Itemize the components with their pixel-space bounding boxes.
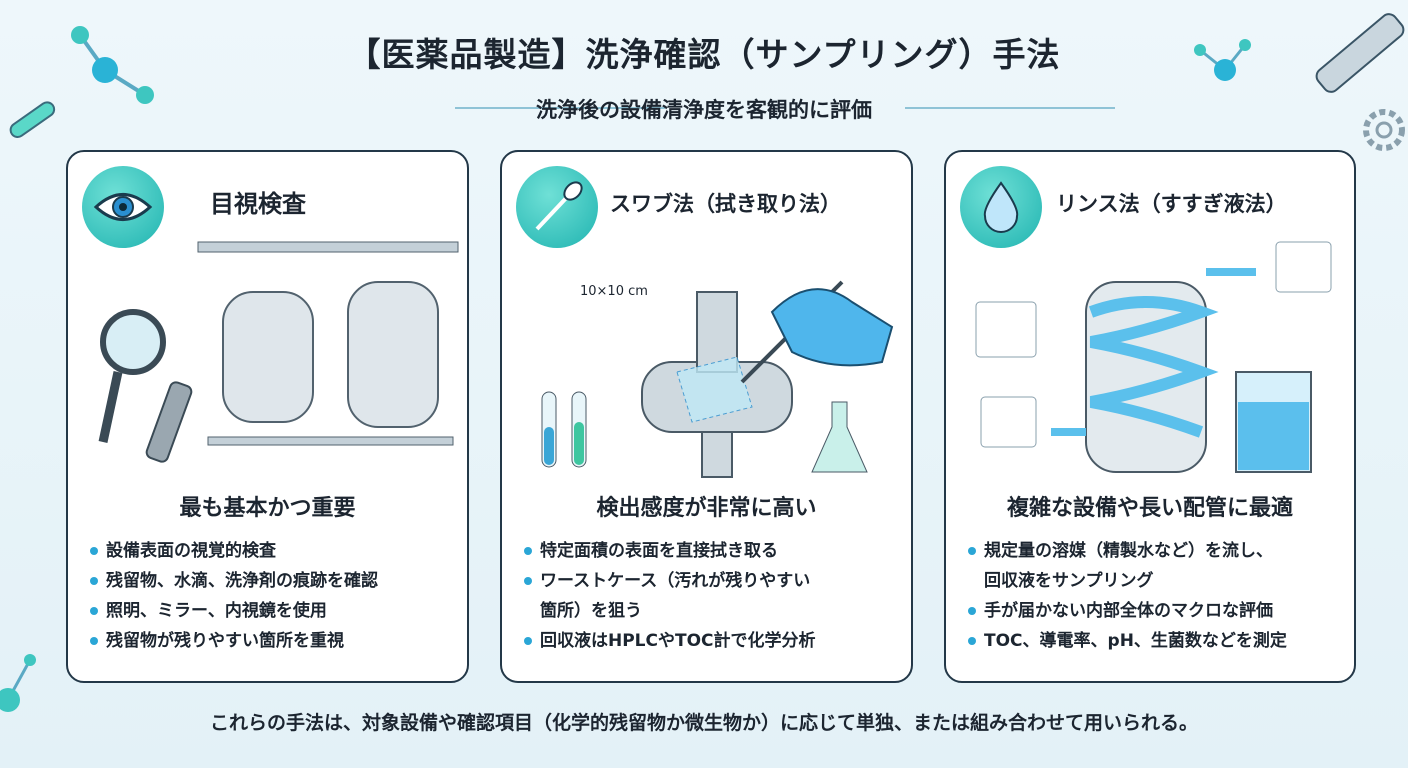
list-item: 照明、ミラー、内視鏡を使用 <box>88 596 455 626</box>
divider <box>455 107 665 109</box>
gear-icon <box>1363 109 1405 151</box>
card-headline: 複雑な設備や長い配管に最適 <box>1006 496 1293 521</box>
molecule-icon <box>0 654 36 712</box>
test-tube-icon <box>9 101 56 138</box>
molecule-icon <box>1194 39 1251 81</box>
card-visual-inspection: 目視検査 最も基本かつ重要 設備表面の視覚的検査 残留物、水滴、洗浄剤の痕跡を確… <box>66 150 469 683</box>
tank-illustration <box>98 241 459 463</box>
footer-note: これらの手法は、対象設備や確認項目（化学的残留物か微生物か）に応じて単独、または… <box>209 712 1198 734</box>
rinse-illustration <box>975 241 1332 473</box>
card-title: リンス法（すすぎ液法） <box>1056 192 1287 216</box>
divider <box>905 107 1115 109</box>
list-item: 残留物が残りやすい箇所を重視 <box>88 626 455 656</box>
list-item: 残留物、水滴、洗浄剤の痕跡を確認 <box>88 566 455 596</box>
list-item: ワーストケース（汚れが残りやすい <box>522 566 899 596</box>
page-subtitle: 洗浄後の設備清浄度を客観的に評価 <box>536 98 872 122</box>
water-drop-icon <box>960 166 1042 248</box>
molecule-icon <box>71 26 154 104</box>
valve-swab-illustration <box>541 280 894 478</box>
list-item: 回収液をサンプリング <box>984 571 1154 591</box>
card-swab-method: スワブ法（拭き取り法） 10×10 cm 検出感度が非常に高い 特定面積の表面を… <box>500 150 913 683</box>
list-item: TOC、導電率、pH、生菌数などを測定 <box>966 626 1342 656</box>
bullet-list: 特定面積の表面を直接拭き取る ワーストケース（汚れが残りやすい 箇所）を狙う 回… <box>522 536 899 656</box>
eye-icon <box>82 166 164 248</box>
card-title: スワブ法（拭き取り法） <box>610 192 841 216</box>
page-title: 【医薬品製造】洗浄確認（サンプリング）手法 <box>347 35 1061 74</box>
area-label: 10×10 cm <box>580 284 648 299</box>
card-headline: 検出感度が非常に高い <box>596 496 817 521</box>
pipette-icon <box>1315 13 1405 93</box>
list-item: 規定量の溶媒（精製水など）を流し、 <box>966 536 1342 566</box>
card-rinse-method: リンス法（すすぎ液法） 複雑な設備や長い配管に最適 規定量の溶媒（精製水など）を… <box>944 150 1356 683</box>
list-item: 手が届かない内部全体のマクロな評価 <box>966 596 1342 626</box>
swab-icon <box>516 166 598 248</box>
list-item: 回収液はHPLCやTOC計で化学分析 <box>522 626 899 656</box>
card-headline: 最も基本かつ重要 <box>179 496 356 521</box>
list-item: 特定面積の表面を直接拭き取る <box>522 536 899 566</box>
list-item: 箇所）を狙う <box>540 601 642 621</box>
card-title: 目視検査 <box>210 190 306 218</box>
bullet-list: 設備表面の視覚的検査 残留物、水滴、洗浄剤の痕跡を確認 照明、ミラー、内視鏡を使… <box>88 536 455 656</box>
list-item: 設備表面の視覚的検査 <box>88 536 455 566</box>
bullet-list: 規定量の溶媒（精製水など）を流し、 回収液をサンプリング 手が届かない内部全体の… <box>966 536 1342 656</box>
